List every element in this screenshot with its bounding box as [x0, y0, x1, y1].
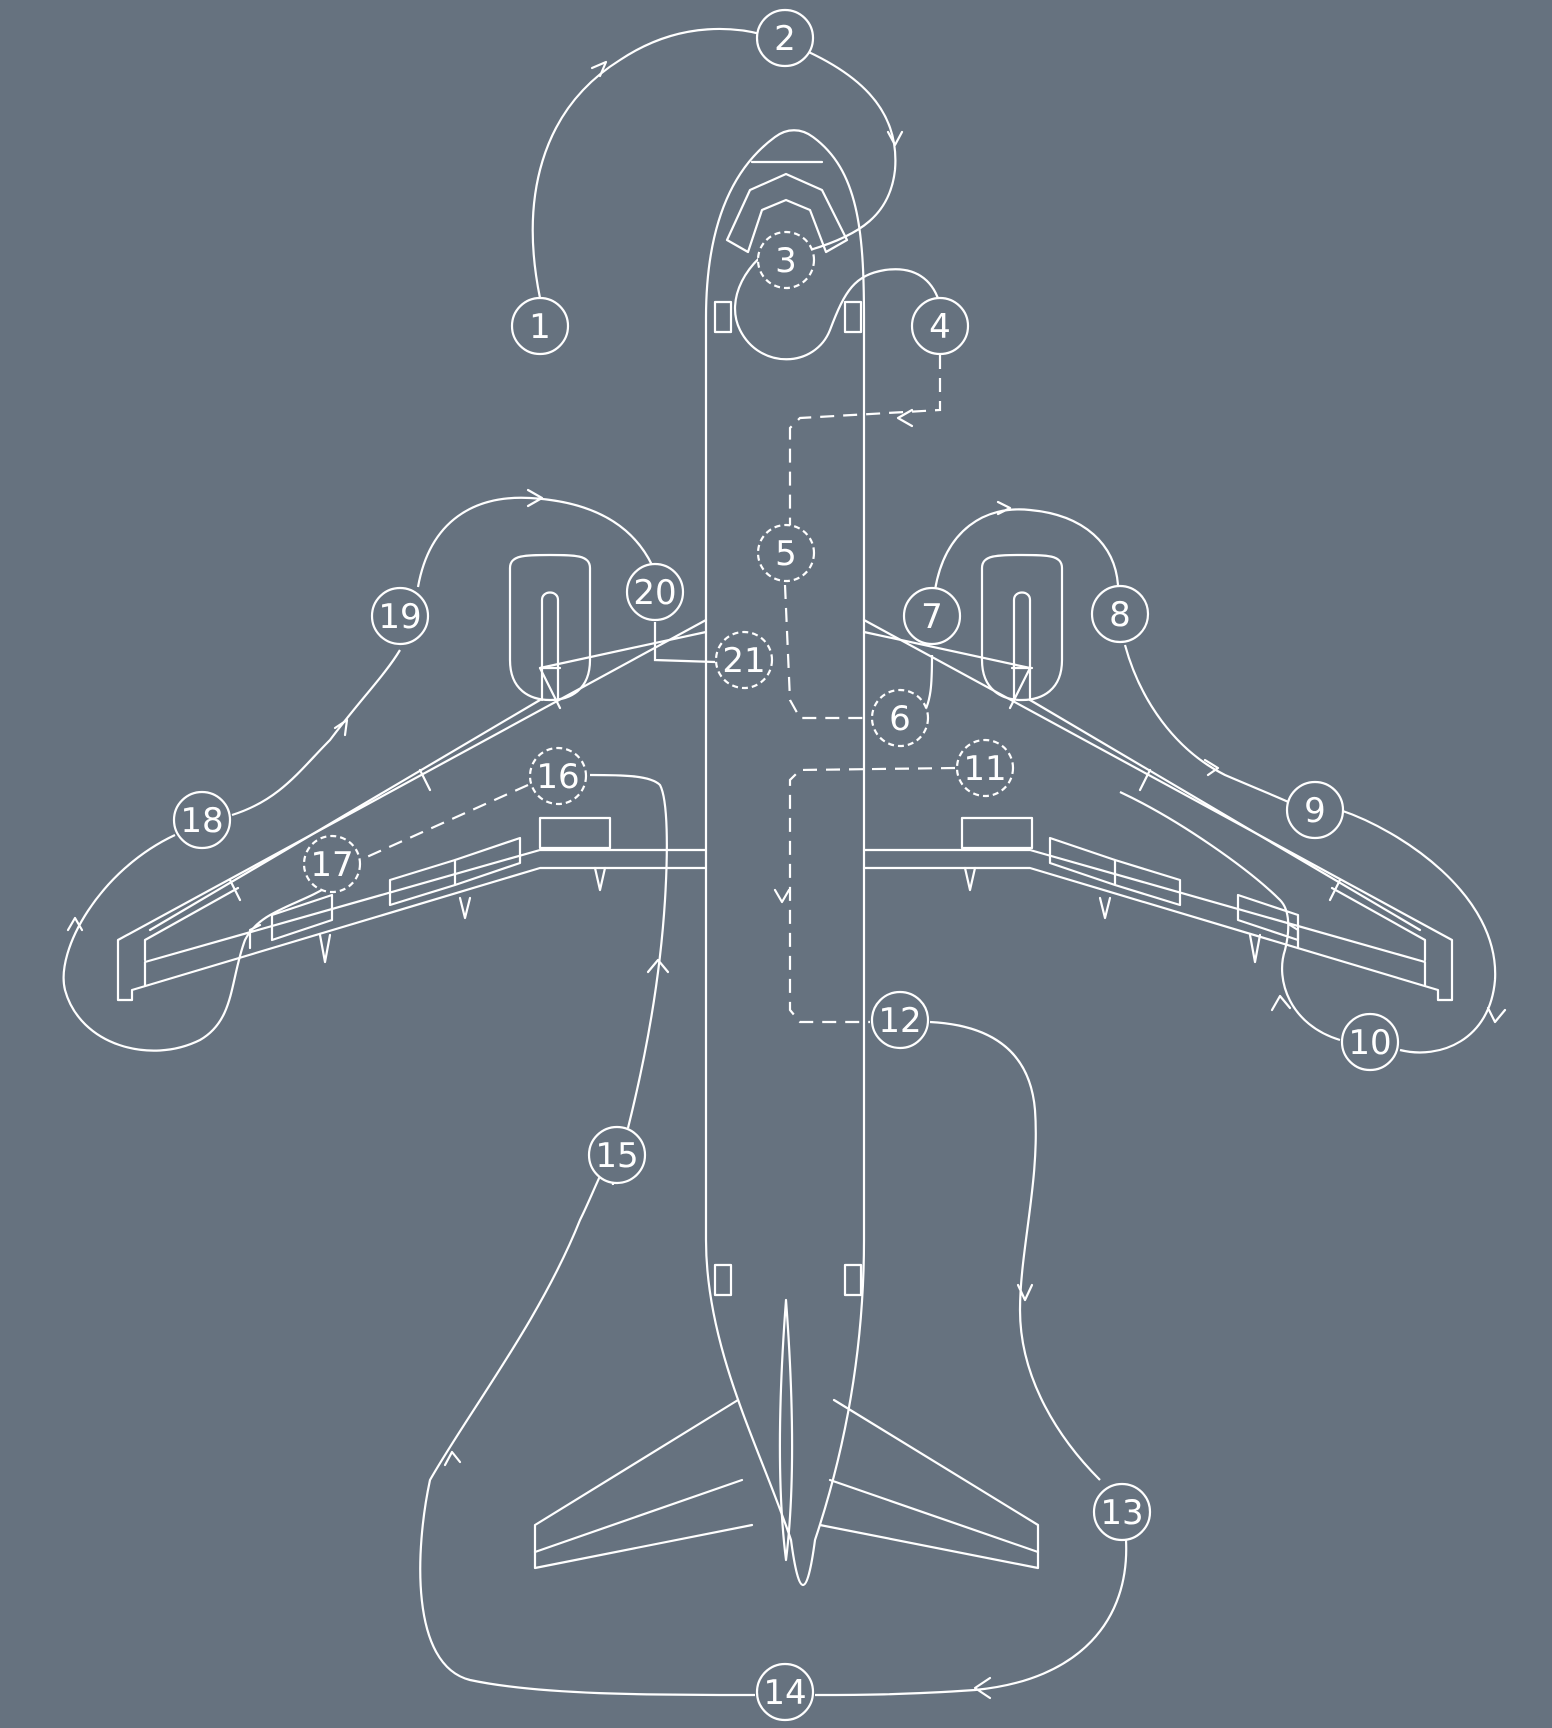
step-marker-5: 5	[758, 525, 814, 581]
right-fairing	[962, 818, 1032, 848]
step-marker-15: 15	[589, 1127, 645, 1183]
step-number: 6	[889, 699, 911, 739]
step-marker-9: 9	[1287, 782, 1343, 838]
step-marker-19: 19	[372, 588, 428, 644]
forward-door-right	[845, 302, 861, 332]
direction-arrow	[888, 132, 902, 145]
aft-door-left	[715, 1265, 731, 1295]
step-marker-14: 14	[757, 1664, 813, 1720]
step-number: 7	[921, 597, 943, 637]
right-flap-edge	[1290, 925, 1298, 948]
step-marker-21: 21	[716, 632, 772, 688]
step-marker-8: 8	[1092, 586, 1148, 642]
right-wing	[864, 620, 1452, 1000]
step-markers: 123456789101112131415161718192021	[174, 10, 1398, 1720]
step-number: 16	[536, 757, 579, 797]
right-wing-trailing	[864, 850, 1425, 985]
step-marker-10: 10	[1342, 1014, 1398, 1070]
step-marker-1: 1	[512, 298, 568, 354]
left-wing-trailing	[145, 850, 706, 985]
vertical-tail	[780, 1300, 792, 1560]
step-marker-18: 18	[174, 792, 230, 848]
step-number: 15	[595, 1136, 638, 1176]
right-slats	[1030, 700, 1420, 930]
right-flap-track-3	[965, 868, 975, 890]
step-number: 10	[1348, 1023, 1391, 1063]
right-flaps	[1050, 838, 1298, 940]
route-12-13	[930, 1022, 1100, 1480]
direction-arrow	[998, 502, 1010, 514]
step-number: 13	[1100, 1493, 1143, 1533]
aft-door-right	[845, 1265, 861, 1295]
step-marker-16: 16	[530, 748, 586, 804]
left-fairing	[540, 818, 610, 848]
step-marker-13: 13	[1094, 1484, 1150, 1540]
right-flap-track-2	[1100, 898, 1110, 918]
step-marker-17: 17	[304, 836, 360, 892]
left-flap-track-3	[595, 868, 605, 890]
step-number: 18	[180, 801, 223, 841]
left-flap-track-2	[460, 898, 470, 918]
route-15-16	[590, 775, 667, 1128]
right-stabilizer	[820, 1400, 1038, 1568]
left-flap-edge	[250, 925, 260, 948]
step-marker-3: 3	[758, 232, 814, 288]
step-marker-11: 11	[957, 740, 1013, 796]
step-number: 14	[763, 1673, 806, 1713]
direction-arrow	[1488, 1008, 1505, 1022]
route-18-19	[232, 650, 400, 815]
route-1-2-3	[533, 29, 896, 298]
route-7-8	[935, 509, 1118, 590]
left-stabilizer	[535, 1400, 752, 1568]
step-number: 17	[310, 845, 353, 885]
right-flap-track-1	[1250, 935, 1260, 962]
fuselage	[706, 130, 864, 1585]
direction-arrow	[1272, 996, 1290, 1010]
step-marker-4: 4	[912, 298, 968, 354]
step-number: 20	[633, 573, 676, 613]
step-number: 19	[378, 597, 421, 637]
step-marker-20: 20	[627, 564, 683, 620]
step-number: 11	[963, 749, 1006, 789]
route-11-12	[790, 768, 955, 1022]
step-marker-12: 12	[872, 992, 928, 1048]
step-number: 2	[774, 19, 796, 59]
right-engine	[982, 555, 1062, 700]
route-16-17	[360, 785, 528, 860]
step-number: 3	[775, 241, 797, 281]
step-marker-7: 7	[904, 588, 960, 644]
step-number: 12	[878, 1001, 921, 1041]
left-pylon	[542, 593, 558, 701]
step-marker-2: 2	[757, 10, 813, 66]
direction-arrow	[775, 890, 789, 902]
route-13-14	[815, 1540, 1126, 1695]
route-19-20	[418, 498, 652, 587]
direction-arrow	[445, 1452, 460, 1465]
forward-door-left	[715, 302, 731, 332]
route-14-15	[420, 1165, 755, 1695]
step-number: 21	[722, 641, 765, 681]
left-engine	[510, 555, 590, 700]
left-flap-track-1	[320, 935, 330, 962]
right-elevator	[830, 1480, 1038, 1552]
step-number: 9	[1304, 791, 1326, 831]
step-number: 1	[529, 307, 551, 347]
step-number: 5	[775, 534, 797, 574]
step-number: 4	[929, 307, 951, 347]
step-marker-6: 6	[872, 690, 928, 746]
route-8-9	[1125, 645, 1295, 805]
left-elevator	[535, 1480, 742, 1552]
step-number: 8	[1109, 595, 1131, 635]
